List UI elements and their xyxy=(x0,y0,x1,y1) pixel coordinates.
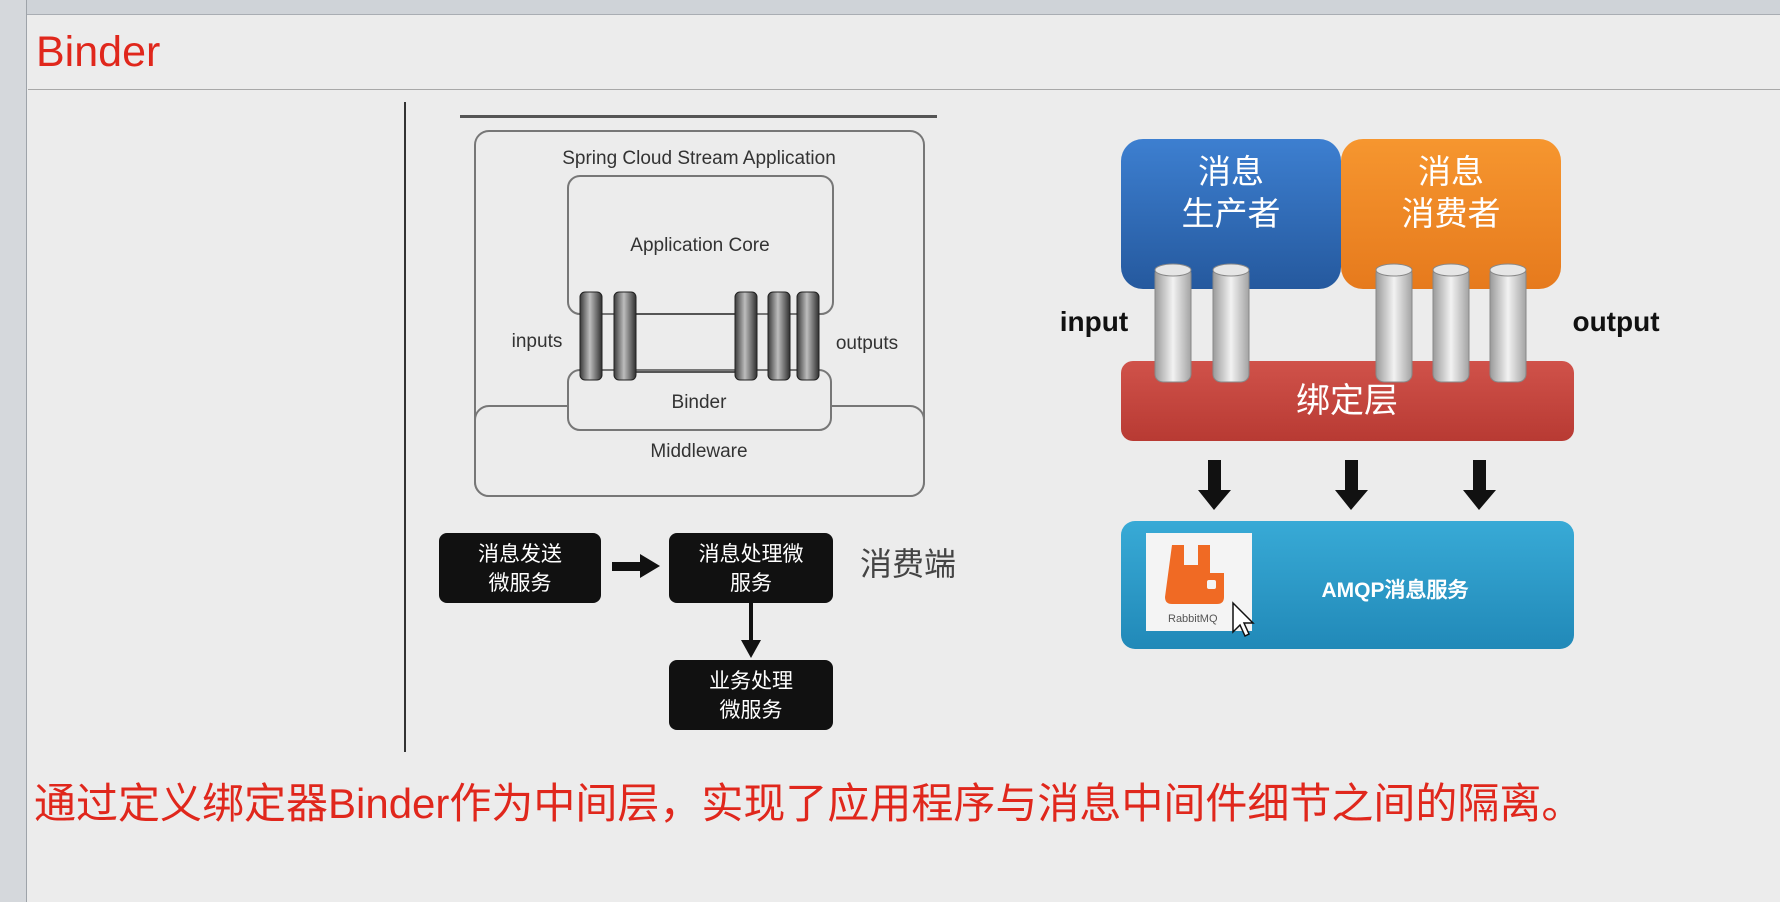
rabbit-icon xyxy=(1165,545,1224,604)
binder-label: Binder xyxy=(672,392,728,413)
binding-layer-label: 绑定层 xyxy=(1296,382,1398,420)
amqp-service-label: AMQP消息服务 xyxy=(1322,578,1470,602)
diagram-top-rule xyxy=(460,115,937,118)
arrow-down-icon xyxy=(1335,460,1368,510)
arrow-down-icon xyxy=(1463,460,1496,510)
spring-cloud-stream-diagram: Spring Cloud Stream Application Applicat… xyxy=(460,115,937,497)
window-top-bar xyxy=(0,0,1780,15)
send-service-line2: 微服务 xyxy=(489,572,552,595)
pipe xyxy=(1212,265,1250,383)
business-service-box xyxy=(669,660,833,730)
business-service-line2: 微服务 xyxy=(720,699,783,722)
microservice-flow: 消息发送 微服务 消息处理微 服务 业务处理 微服务 消费端 xyxy=(439,533,956,730)
title-divider xyxy=(28,89,1780,90)
down-arrows xyxy=(1198,460,1496,510)
application-title: Spring Cloud Stream Application xyxy=(562,148,836,169)
application-core-label: Application Core xyxy=(630,235,769,256)
consumer-line2: 消费者 xyxy=(1402,195,1501,232)
pipe xyxy=(1489,265,1527,383)
arrow-right-icon xyxy=(612,554,660,578)
input-channel-cylinders xyxy=(579,291,637,381)
inputs-label: inputs xyxy=(512,331,563,352)
consumer-box xyxy=(1341,139,1561,289)
cylinder xyxy=(579,291,603,381)
input-label: input xyxy=(1060,306,1128,337)
arrow-down-icon xyxy=(1198,460,1231,510)
producer-line2: 生产者 xyxy=(1182,195,1281,232)
send-service-line1: 消息发送 xyxy=(478,543,562,566)
process-service-line1: 消息处理微 xyxy=(699,543,804,566)
outputs-label: outputs xyxy=(836,333,898,354)
cylinder xyxy=(613,291,637,381)
pipe xyxy=(1432,265,1470,383)
pipe xyxy=(1375,265,1413,383)
send-service-box xyxy=(439,533,601,603)
slide-title: Binder xyxy=(36,28,161,76)
middleware-label: Middleware xyxy=(650,441,747,462)
process-service-line2: 服务 xyxy=(730,572,772,595)
process-service-box xyxy=(669,533,833,603)
rabbitmq-text: RabbitMQ xyxy=(1168,613,1218,625)
output-label: output xyxy=(1572,306,1659,337)
cylinder xyxy=(796,291,820,381)
window-left-border xyxy=(0,0,27,902)
output-channel-cylinders xyxy=(734,291,820,381)
mouse-cursor-icon xyxy=(1232,601,1255,638)
pipe xyxy=(1154,265,1192,383)
binder-box xyxy=(567,369,832,431)
consumer-side-label: 消费端 xyxy=(860,545,956,583)
vertical-divider xyxy=(404,102,406,752)
channel-pipes xyxy=(1154,263,1527,383)
cylinder xyxy=(767,291,791,381)
slide-caption: 通过定义绑定器Binder作为中间层，实现了应用程序与消息中间件细节之间的隔离。 xyxy=(34,780,1584,827)
producer-line1: 消息 xyxy=(1198,153,1264,190)
producer-box xyxy=(1121,139,1341,289)
consumer-line1: 消息 xyxy=(1418,153,1484,190)
binder-diagram: 消息 生产者 消息 消费者 绑定层 input output xyxy=(1060,139,1660,649)
cylinder xyxy=(734,291,758,381)
business-service-line1: 业务处理 xyxy=(709,670,793,693)
arrow-down-icon xyxy=(741,603,761,658)
